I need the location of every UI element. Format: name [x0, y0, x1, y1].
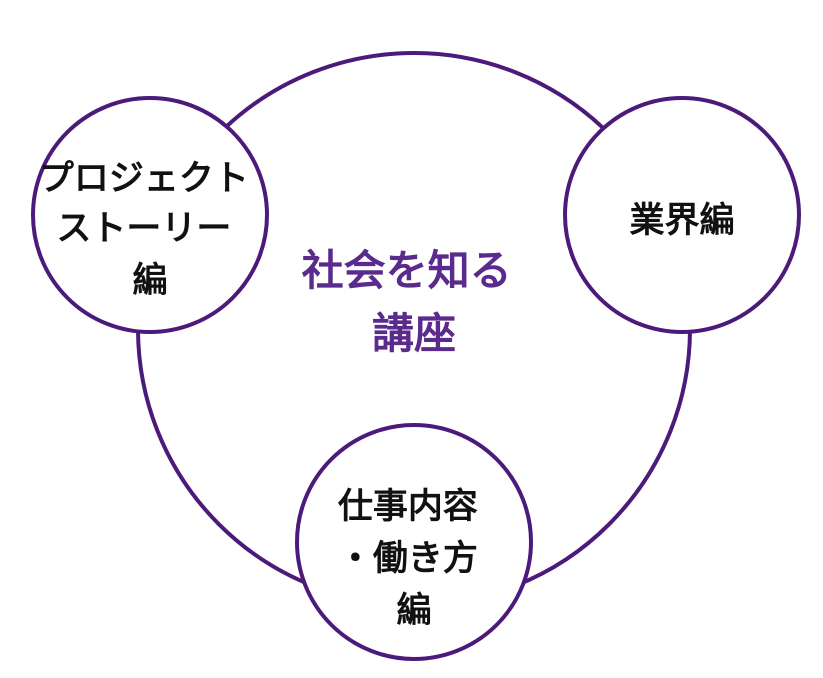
node-industry-label: 業界編: [629, 201, 734, 241]
node-work-style-line-2: ・働き方: [338, 539, 478, 579]
node-industry-line-1: 業界編: [629, 201, 734, 241]
node-project-story: プロジェクト ストーリー 編: [31, 96, 269, 334]
node-project-story-line-2: ストーリー: [56, 209, 231, 249]
node-work-style-line-1: 仕事内容: [338, 487, 478, 527]
node-work-style: 仕事内容 ・働き方 編: [295, 423, 533, 661]
node-work-style-circle: [295, 423, 533, 661]
node-project-story-line-3: 編: [132, 261, 167, 301]
center-title: 社会を知る 講座: [302, 246, 527, 358]
node-industry: 業界編: [563, 96, 801, 334]
node-project-story-label: プロジェクト ストーリー 編: [39, 159, 261, 301]
node-industry-circle: [563, 96, 801, 334]
center-title-line-2: 講座: [372, 309, 456, 358]
center-title-line-1: 社会を知る: [302, 246, 512, 295]
node-work-style-line-3: 編: [396, 591, 431, 631]
node-project-story-circle: [31, 96, 269, 334]
node-work-style-label: 仕事内容 ・働き方 編: [338, 487, 490, 631]
node-project-story-line-1: プロジェクト: [39, 159, 249, 199]
